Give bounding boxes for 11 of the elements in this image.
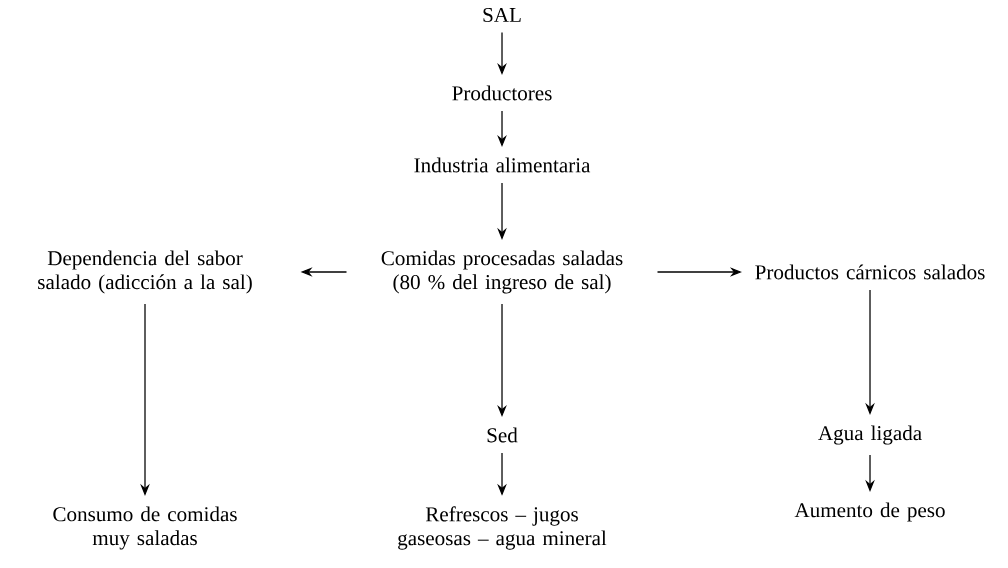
flow-text: Aumento de peso <box>794 502 945 522</box>
flow-text: Dependencia del sabor salado (adicción a la sal) <box>38 250 252 294</box>
flow-text: Refrescos – jugos gaseosas – agua mineral <box>398 506 607 550</box>
flow-text: Productos cárnicos salados <box>755 264 985 280</box>
flow-text: SAL <box>483 7 521 23</box>
flow-text: Comidas procesadas saladas (80 % del ingreso de sal) <box>381 250 623 294</box>
flow-text: Agua ligada <box>818 425 922 445</box>
flow-text: Sed <box>487 427 518 443</box>
flow-text: Industria alimentaria <box>414 157 591 173</box>
flow-text: Productores <box>452 85 552 101</box>
flow-text: Consumo de comidas muy saladas <box>53 506 237 550</box>
